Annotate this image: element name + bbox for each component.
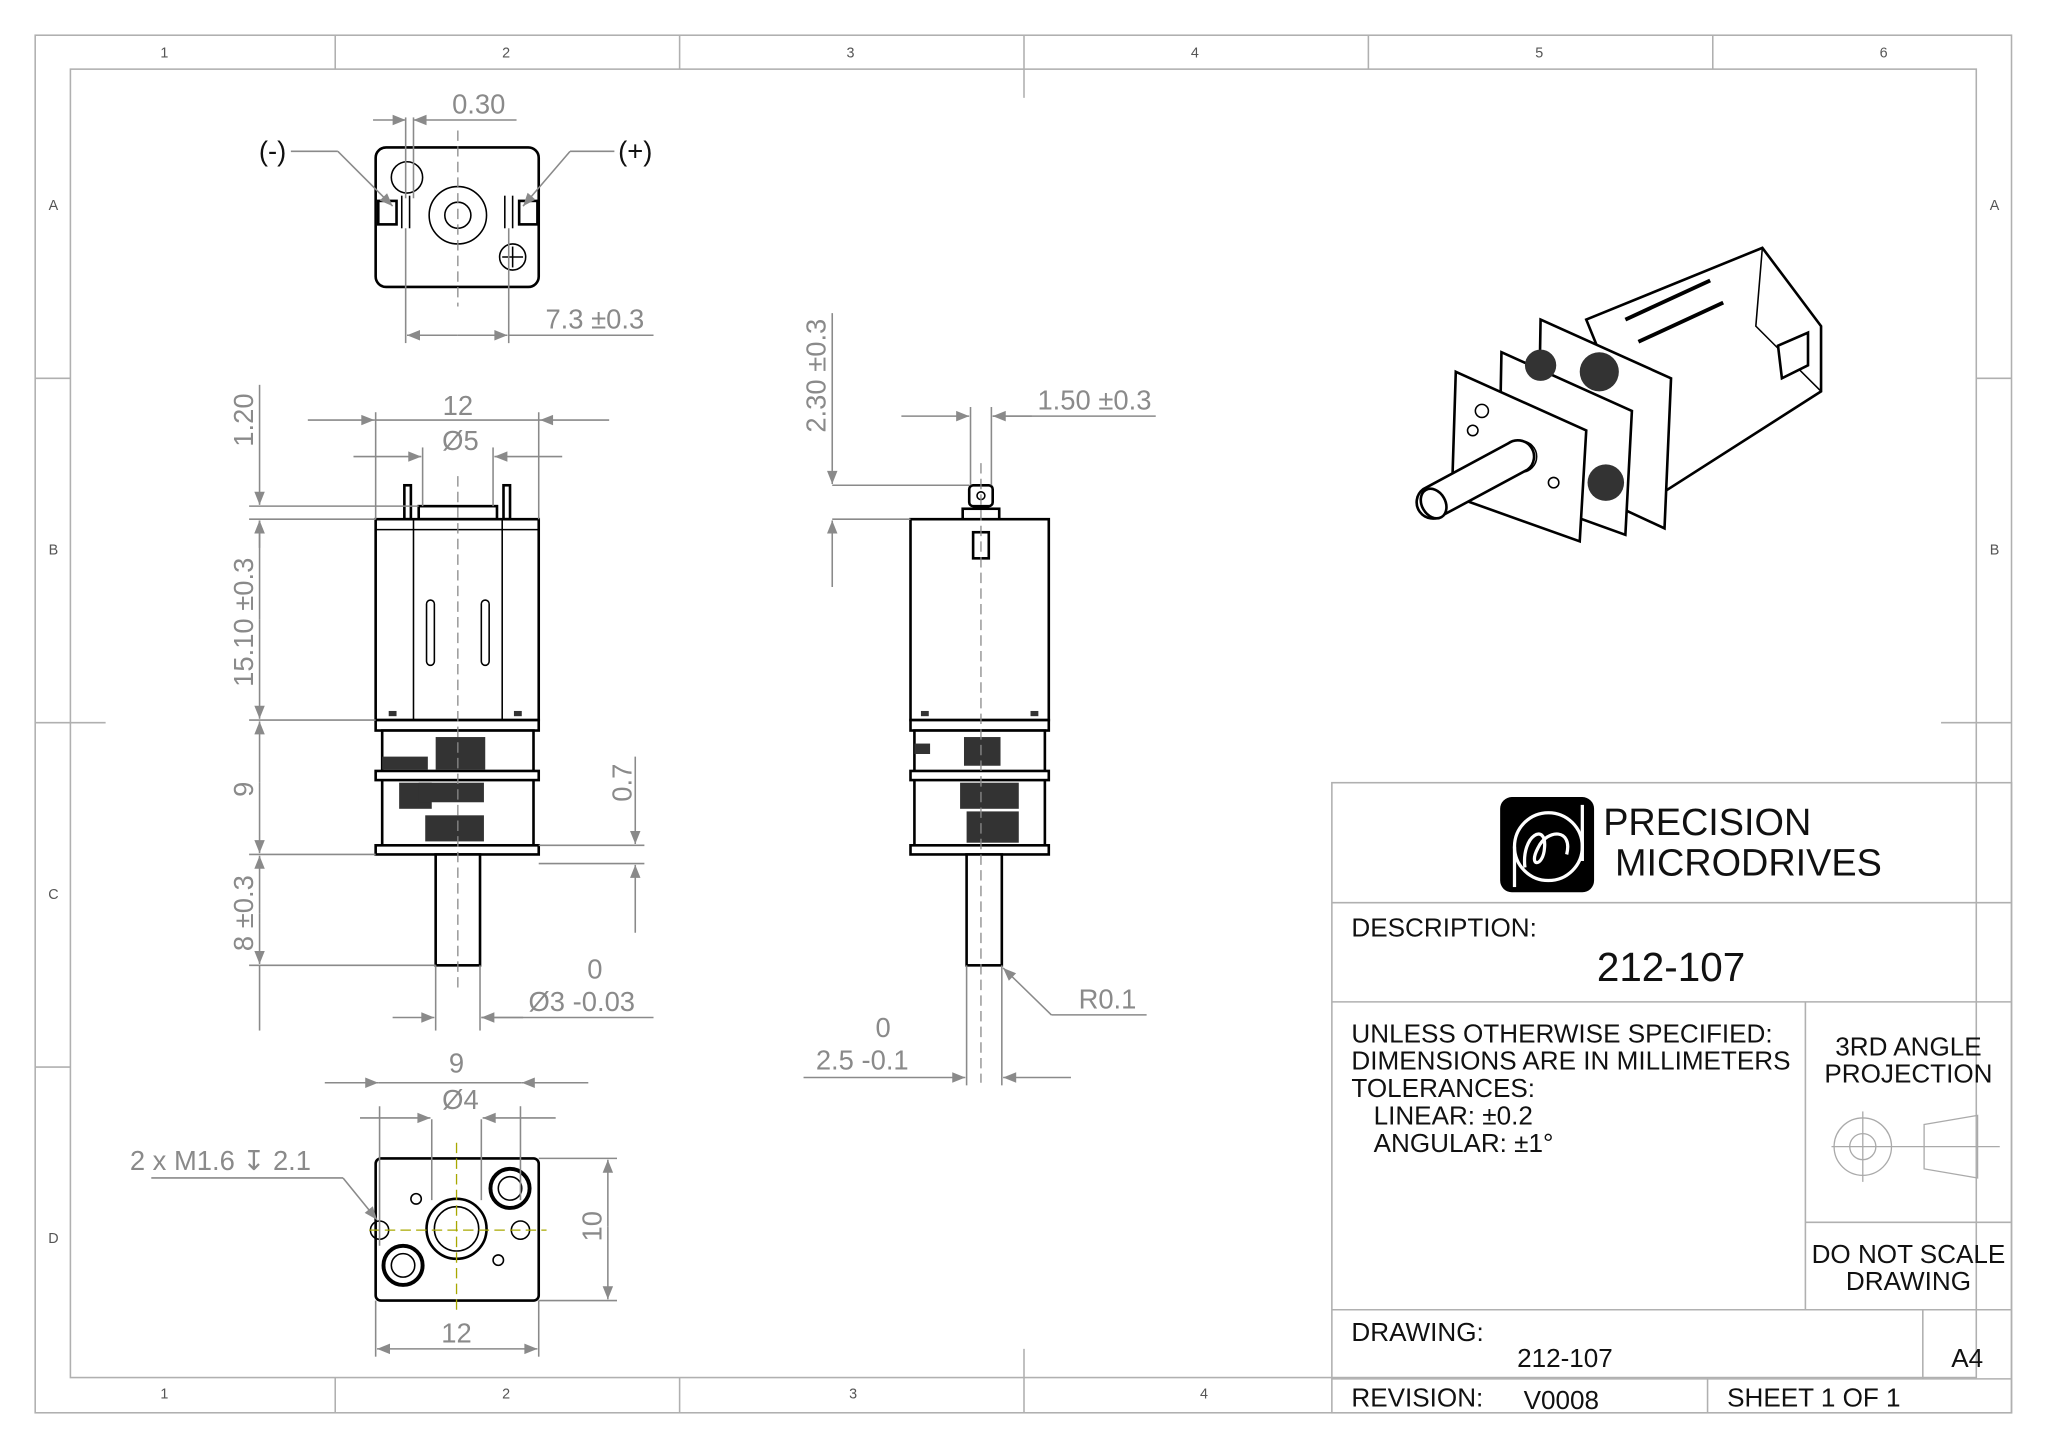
projection-line1: 3RD ANGLE	[1835, 1031, 1981, 1061]
scale-note-line1: DO NOT SCALE	[1812, 1239, 2006, 1269]
scale-note-line2: DRAWING	[1846, 1266, 1971, 1296]
sheet-number: SHEET 1 OF 1	[1727, 1382, 1900, 1412]
zone-row-a-right: A	[1990, 198, 2000, 214]
bottom-view: 9 Ø4 2 x M1.6 ↧ 2.1 10 12	[130, 1047, 617, 1357]
dim-shaft-diameter: Ø3 -0.03	[529, 986, 636, 1017]
dim-terminal-width: 1.50 ±0.3	[1037, 385, 1151, 416]
dim-terminal-spacing: 7.3 ±0.3	[545, 304, 644, 335]
note-line-2: DIMENSIONS ARE IN MILLIMETERS	[1351, 1046, 1790, 1076]
dim-pin-offset: 0.30	[452, 88, 505, 119]
sheet-size: A4	[1951, 1343, 1983, 1373]
zone-col-3-bottom: 3	[849, 1386, 857, 1402]
dim-terminal-height: 1.20	[228, 393, 259, 446]
side-view: 2.30 ±0.3 1.50 ±0.3 0 2.5 -0.1 R0.1	[801, 313, 1156, 1086]
dim-gearbox-length: 9	[228, 782, 259, 797]
zone-col-2: 2	[502, 45, 510, 61]
sheet-border	[34, 34, 2013, 1414]
drawing-value: 212-107	[1517, 1343, 1613, 1373]
dim-radius: R0.1	[1079, 983, 1137, 1014]
zone-row-a: A	[49, 198, 59, 214]
note-linear-tolerance: LINEAR: ±0.2	[1374, 1100, 1533, 1130]
dim-shaft-tolerance-upper: 0	[587, 953, 602, 984]
dim-boss-diameter: Ø5	[442, 425, 479, 456]
thread-callout: 2 x M1.6 ↧ 2.1	[130, 1145, 311, 1176]
company-name-line1: PRECISION	[1603, 802, 1811, 844]
isometric-view	[1415, 246, 1823, 544]
zone-row-b-right: B	[1990, 542, 2000, 558]
zone-row-d: D	[48, 1231, 58, 1247]
zone-row-b: B	[49, 542, 59, 558]
title-block: PRECISION MICRODRIVES DESCRIPTION: 212-1…	[1331, 781, 2013, 1415]
dim-flange-thickness: 0.7	[606, 764, 637, 802]
zone-col-1-bottom: 1	[160, 1386, 168, 1402]
third-angle-projection-symbol	[1831, 1111, 2000, 1182]
dim-boss-diameter: Ø4	[442, 1084, 479, 1115]
dim-hole-spacing: 9	[449, 1047, 464, 1078]
dim-flat-tolerance-upper: 0	[875, 1012, 890, 1043]
zone-col-3: 3	[847, 45, 855, 61]
description-label: DESCRIPTION:	[1351, 913, 1536, 943]
top-view: 0.30 (-) (+) 7.3 ±0.3	[259, 88, 654, 344]
company-logo	[1500, 797, 1595, 893]
dim-motor-length: 15.10 ±0.3	[228, 558, 259, 687]
zone-col-2-bottom: 2	[502, 1386, 510, 1402]
drawing-label: DRAWING:	[1351, 1317, 1483, 1347]
zone-labels: 1 2 3 4 5 6 1 2 3 4 A B C D A B	[48, 45, 2000, 1402]
zone-row-c: C	[48, 887, 58, 903]
revision-label: REVISION:	[1351, 1382, 1483, 1412]
dim-width: 12	[441, 1317, 471, 1348]
revision-value: V0008	[1524, 1385, 1599, 1415]
front-view: 12 Ø5 1.20 15.10 ±0.3 9 8 ±0.3 0.7 0 Ø3 …	[228, 384, 654, 1031]
terminal-positive-label: (+)	[618, 135, 652, 166]
projection-line2: PROJECTION	[1824, 1059, 1992, 1089]
note-line-1: UNLESS OTHERWISE SPECIFIED:	[1351, 1018, 1772, 1048]
zone-col-1: 1	[160, 45, 168, 61]
zone-col-4-bottom: 4	[1200, 1386, 1208, 1402]
dim-shaft-length: 8 ±0.3	[228, 875, 259, 951]
zone-col-5: 5	[1535, 45, 1543, 61]
terminal-negative-label: (-)	[259, 135, 286, 166]
note-angular-tolerance: ANGULAR: ±1°	[1374, 1128, 1554, 1158]
dim-height: 10	[576, 1211, 607, 1241]
dim-width: 12	[443, 390, 473, 421]
company-name-line2: MICRODRIVES	[1615, 842, 1882, 884]
dim-terminal-height: 2.30 ±0.3	[801, 319, 832, 433]
description-value: 212-107	[1597, 944, 1745, 990]
zone-col-6: 6	[1880, 45, 1888, 61]
dim-shaft-flat: 2.5 -0.1	[816, 1045, 909, 1076]
zone-col-4: 4	[1191, 45, 1199, 61]
note-line-3: TOLERANCES:	[1351, 1073, 1535, 1103]
